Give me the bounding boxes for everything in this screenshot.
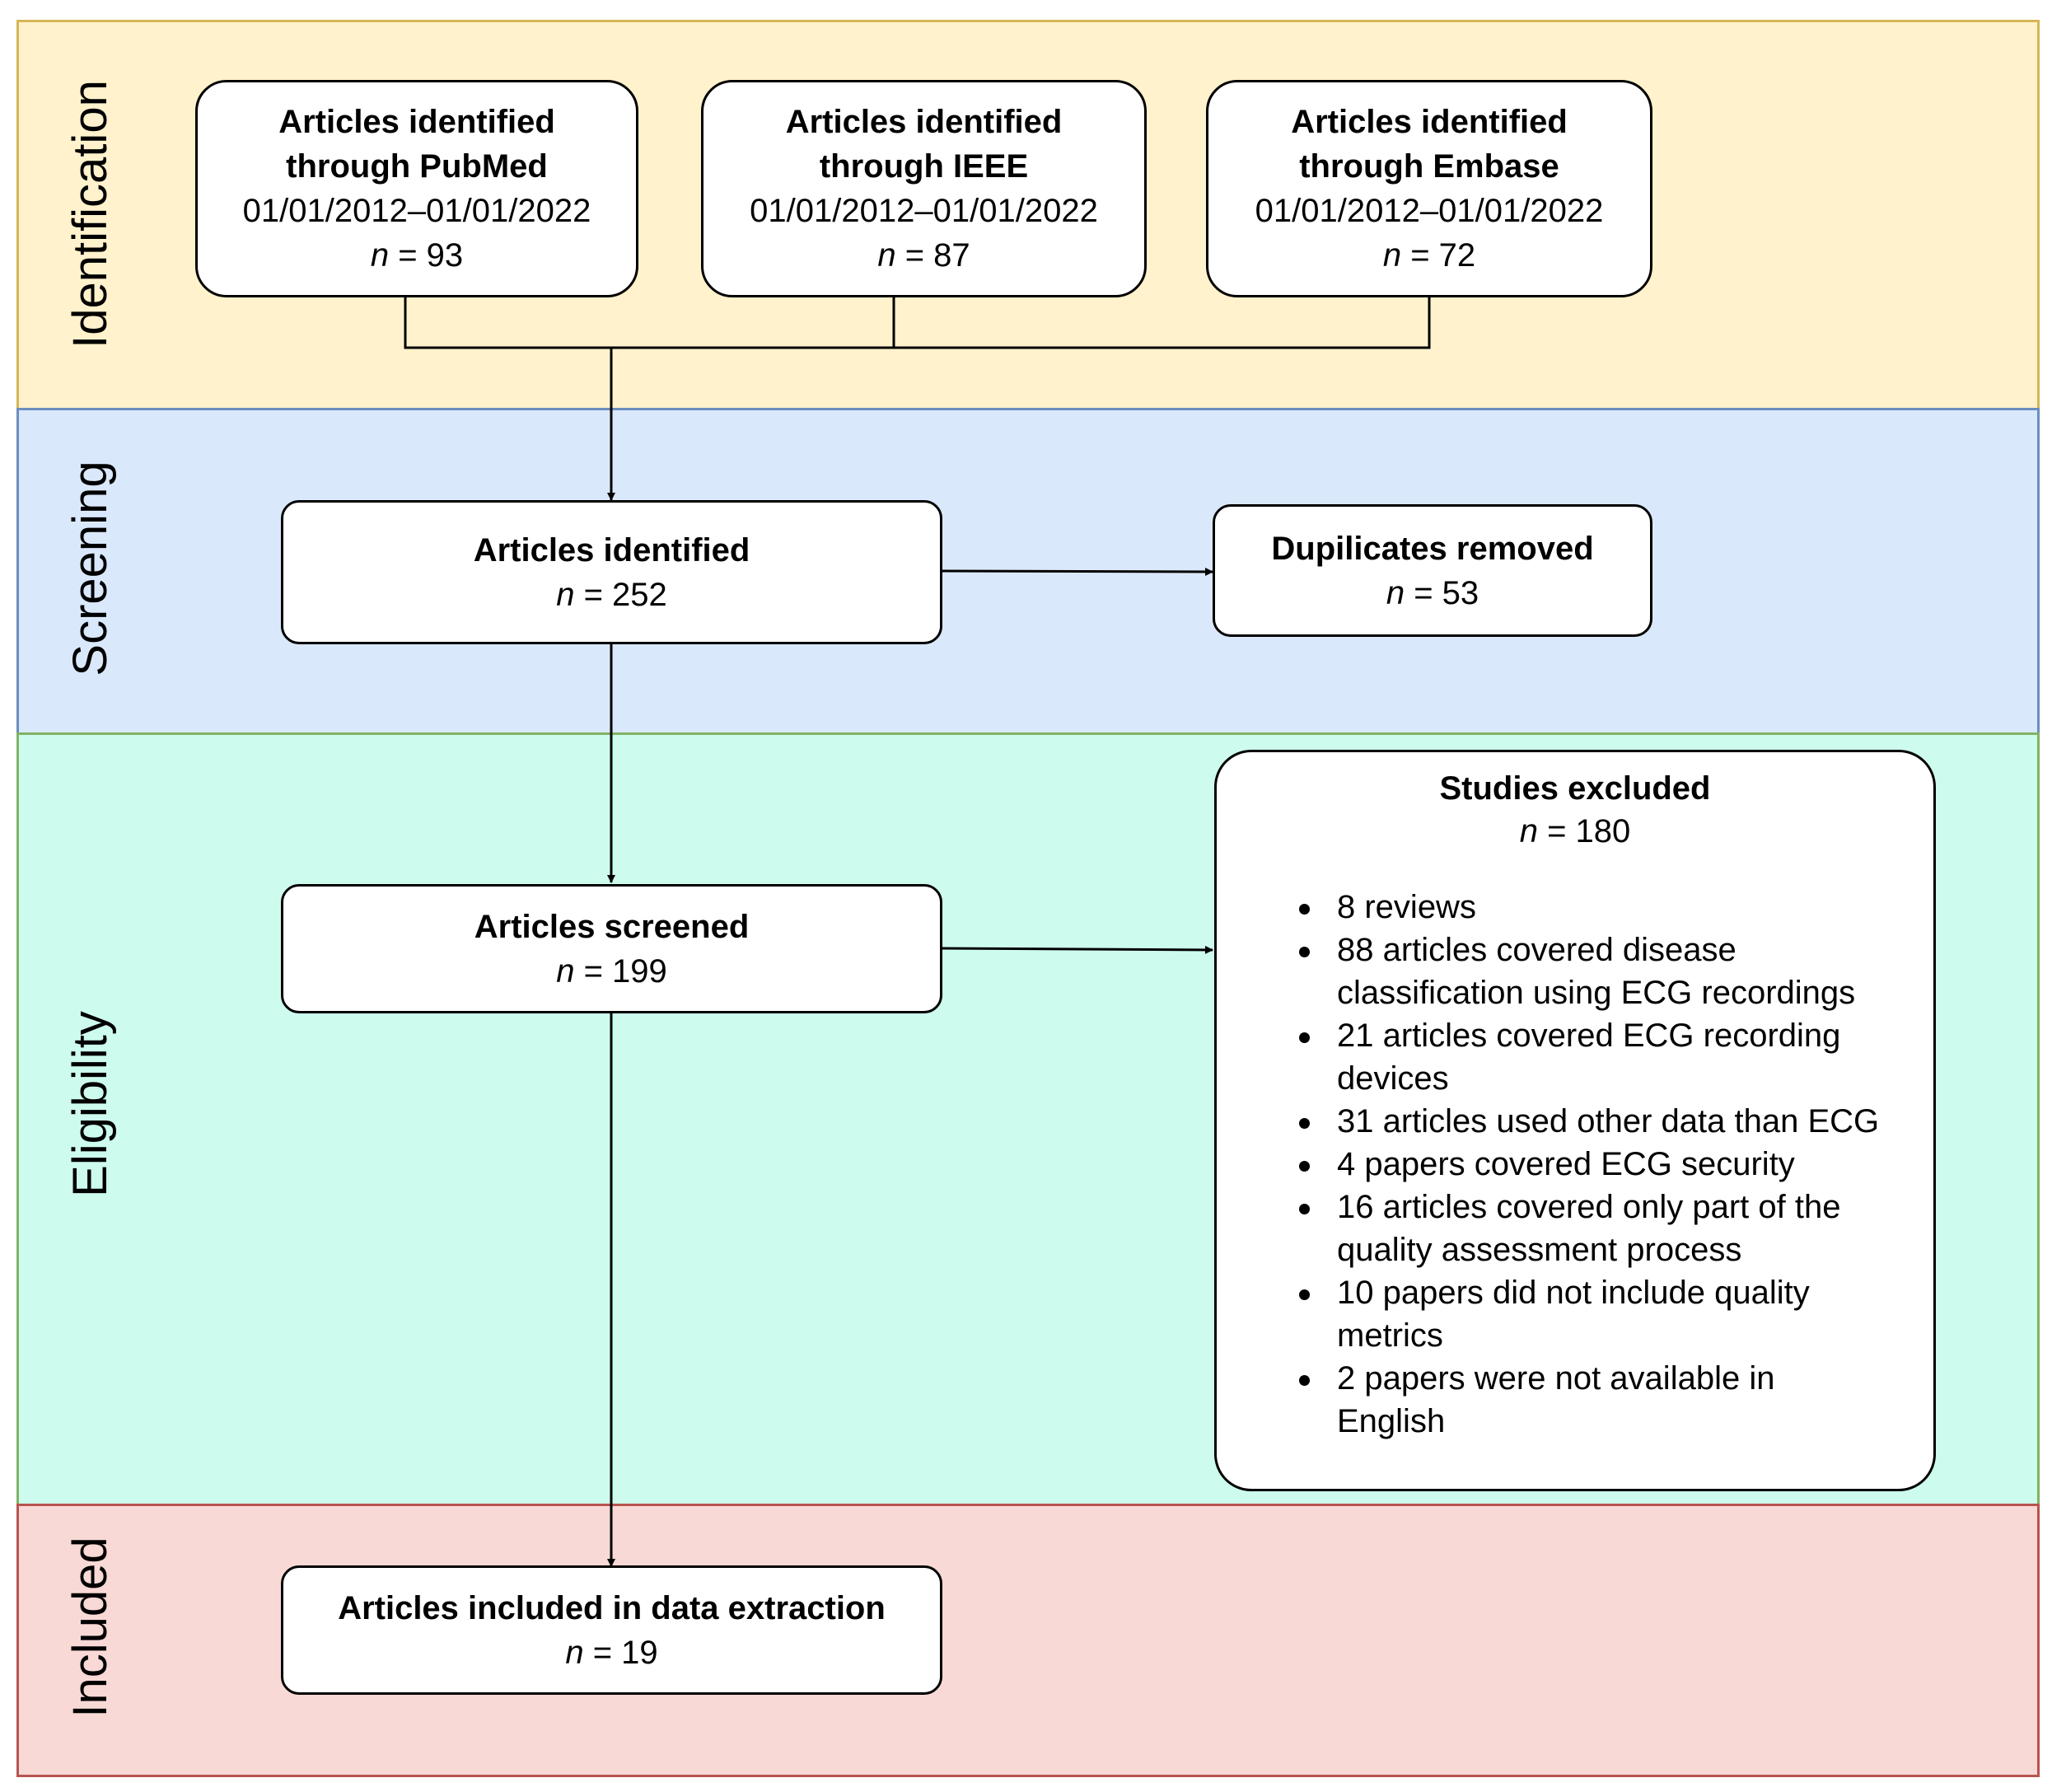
box-title: through IEEE — [819, 148, 1029, 185]
duplicates-removed-box: Dupilicates removed n = 53 — [1213, 504, 1652, 637]
date-range: 01/01/2012–01/01/2022 — [750, 193, 1098, 229]
articles-included-box: Articles included in data extraction n =… — [281, 1565, 942, 1695]
box-title: through PubMed — [286, 148, 548, 185]
studies-excluded-box: Studies excluded n = 180 8 reviews 88 ar… — [1214, 750, 1936, 1491]
articles-identified-box: Articles identified n = 252 — [281, 500, 942, 644]
box-title: through Embase — [1299, 148, 1559, 185]
count-text: n = 53 — [1386, 574, 1479, 611]
box-title: Articles identified — [785, 104, 1063, 140]
box-title: Articles included in data extraction — [338, 1589, 886, 1626]
count-text: n = 180 — [1519, 813, 1631, 849]
count-text: n = 252 — [556, 576, 667, 613]
date-range: 01/01/2012–01/01/2022 — [1255, 193, 1604, 229]
list-item: 4 papers covered ECG security — [1299, 1143, 1933, 1186]
list-item: 31 articles used other data than ECG — [1299, 1100, 1933, 1143]
list-item: 8 reviews — [1299, 886, 1933, 929]
ieee-source-box: Articles identified through IEEE 01/01/2… — [701, 80, 1147, 297]
date-range: 01/01/2012–01/01/2022 — [242, 193, 591, 229]
box-title: Articles identified — [278, 104, 555, 140]
count-text: n = 72 — [1382, 237, 1476, 274]
box-title: Articles identified — [473, 531, 750, 568]
count-text: n = 199 — [556, 952, 667, 990]
articles-screened-box: Articles screened n = 199 — [281, 884, 942, 1013]
sources-merge-line — [404, 297, 1431, 349]
box-title: Dupilicates removed — [1271, 530, 1594, 567]
count-text: n = 93 — [370, 237, 464, 274]
box-title: Articles screened — [474, 908, 750, 945]
embase-source-box: Articles identified through Embase 01/01… — [1206, 80, 1652, 297]
count-text: n = 19 — [565, 1634, 658, 1671]
pubmed-source-box: Articles identified through PubMed 01/01… — [195, 80, 638, 297]
box-title: Articles identified — [1291, 104, 1568, 140]
count-text: n = 87 — [877, 237, 970, 274]
box-title: Studies excluded — [1439, 770, 1711, 807]
arrow-to-duplicates — [941, 567, 1213, 576]
arrow-to-excluded — [941, 945, 1213, 954]
